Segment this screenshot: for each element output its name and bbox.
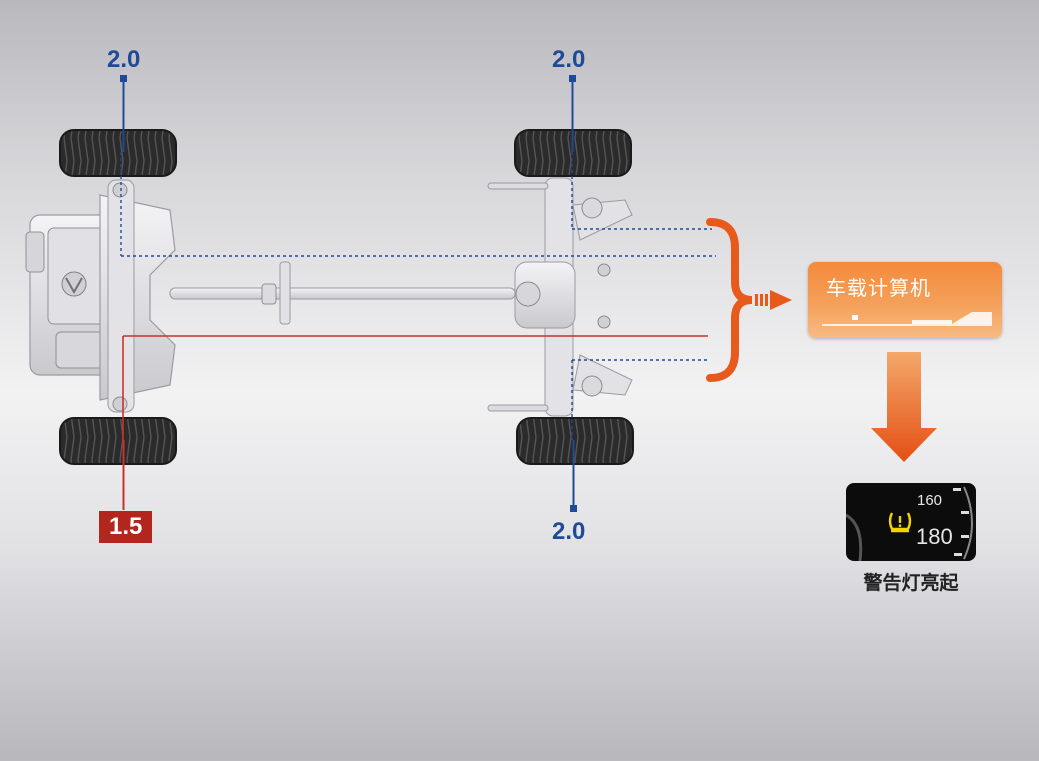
gauge-arc (846, 486, 973, 561)
speed-mark-lower: 180 (916, 524, 953, 549)
onboard-computer-title: 车载计算机 (826, 276, 931, 300)
pressure-label-rear-right: 2.0 (552, 518, 586, 545)
sensor-line-front-left (120, 75, 716, 257)
pressure-label-front-right-low: 1.5 (99, 511, 153, 543)
down-arrow (871, 352, 937, 462)
driveshaft (169, 261, 516, 325)
ecu-data-bars-icon (822, 312, 992, 326)
pressure-label-rear-left: 2.0 (552, 46, 586, 73)
tire-pressure-warning-icon (888, 512, 912, 533)
dashboard-cluster: 160 180 (846, 483, 976, 561)
front-subframe (99, 179, 176, 413)
rear-subframe (487, 177, 633, 417)
tire-rear-right (516, 417, 634, 465)
speed-mark-upper: 160 (917, 492, 943, 509)
sensor-line-rear-left (569, 75, 712, 230)
sensor-line-front-right (122, 335, 708, 510)
pressure-label-front-left: 2.0 (107, 46, 141, 73)
onboard-computer-box: 车载计算机 (808, 262, 1002, 338)
warning-light-caption: 警告灯亮起 (863, 572, 959, 594)
sensor-line-rear-right (570, 359, 708, 512)
tire-front-left (59, 129, 177, 177)
tire-front-right (59, 417, 177, 465)
signal-brace (706, 218, 792, 382)
